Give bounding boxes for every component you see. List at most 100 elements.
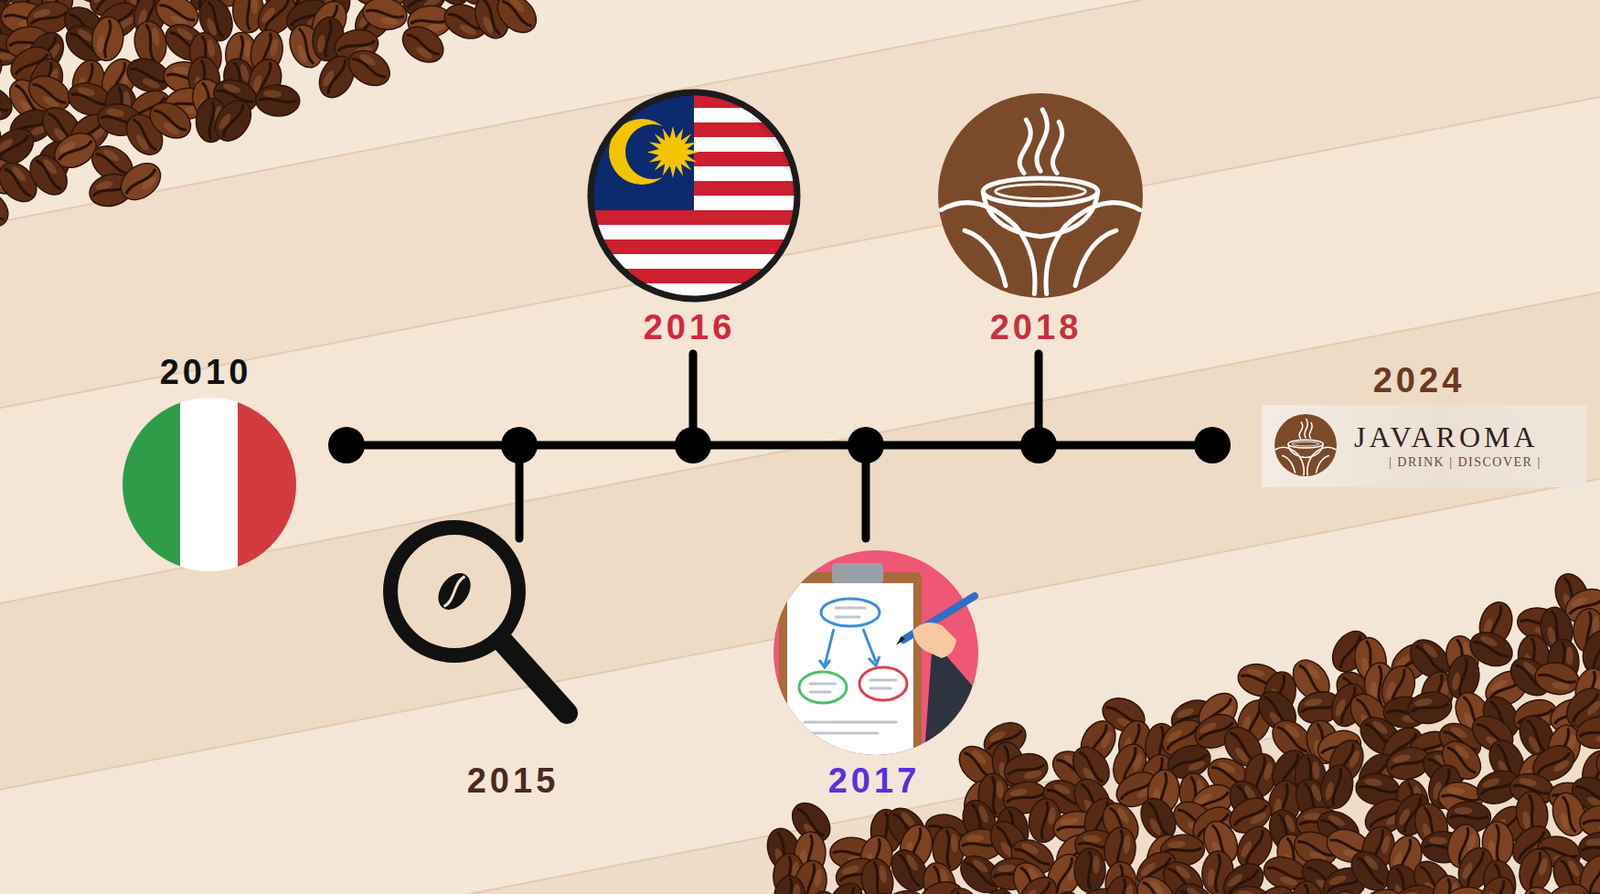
coffee-beans: [1473, 872, 1521, 894]
planning-icon: [773, 550, 981, 768]
coffee-beans: [255, 84, 300, 118]
timeline-axis: [346, 441, 1213, 450]
coffee-beans: [1233, 804, 1269, 827]
coffee-beans: [1331, 768, 1343, 807]
coffee-beans: [1472, 640, 1510, 659]
year-label: 2015: [467, 762, 560, 801]
coffee-beans: [1290, 879, 1327, 894]
coffee-beans: [791, 858, 831, 894]
coffee-beans: [57, 139, 94, 160]
coffee-beans: [821, 877, 870, 894]
coffee-beans: [341, 43, 396, 94]
logo-emblem: [1273, 413, 1338, 478]
coffee-beans: [1526, 719, 1548, 755]
year-label: 2016: [643, 309, 736, 348]
brand-name: JAVAROMA: [1354, 421, 1539, 454]
coffee-beans: [205, 38, 216, 58]
coffee-beans: [337, 40, 376, 53]
coffee-beans: [877, 864, 888, 885]
coffee-beans: [352, 56, 387, 79]
coffee-beans: [263, 89, 282, 98]
milestone: 2018: [932, 86, 1152, 352]
coffee-beans: [0, 194, 5, 222]
planning-icon: [778, 572, 981, 768]
planning-icon: [835, 607, 865, 610]
coffee-beans: [0, 181, 16, 235]
coffee-beans: [772, 874, 807, 894]
planning-icon: [912, 622, 957, 659]
milestone: 2017: [768, 548, 988, 805]
coffee-beans: [490, 0, 544, 41]
coffee-beans: [996, 864, 1016, 874]
coffee-beans: [1413, 697, 1433, 708]
coffee-beans: [1206, 868, 1216, 888]
malaysia-flag: [590, 92, 798, 299]
coffee-beans: [395, 19, 450, 70]
coffee-beans: [1012, 870, 1065, 894]
coffee-beans: [787, 878, 793, 894]
milestone: 2016: [585, 86, 805, 352]
coffee-beans: [1244, 830, 1265, 866]
coffee-beans: [1276, 725, 1307, 753]
coffee-beans: [361, 0, 410, 33]
coffee-beans: [995, 780, 1004, 800]
coffee-beans: [1141, 881, 1170, 894]
timeline-axis: [346, 353, 1213, 539]
coffee-beans: [1429, 836, 1448, 845]
coffee-beans: [1170, 754, 1207, 771]
coffee-beans: [1535, 889, 1552, 894]
coffee-beans: [1317, 762, 1357, 812]
coffee-emblem: [938, 93, 1143, 299]
italy-flag: [122, 397, 182, 572]
coffee-beans: [1405, 688, 1454, 727]
planning-icon: [821, 598, 880, 627]
coffee-beans: [441, 0, 458, 2]
planning-icon: [804, 732, 878, 736]
coffee-beans: [354, 0, 369, 1]
coffee-beans: [1229, 731, 1257, 763]
coffee-beans: [1021, 887, 1039, 894]
coffee-beans: [0, 45, 9, 97]
coffee-beans: [1329, 838, 1367, 854]
coffee-beans: [250, 0, 259, 15]
coffee-beans: [1532, 659, 1582, 699]
coffee-beans: [965, 834, 984, 843]
coffee-beans: [1458, 658, 1468, 697]
year-label: 2017: [828, 762, 921, 801]
coffee-beans: [1588, 858, 1600, 894]
coffee-beans: [1465, 851, 1485, 887]
coffee-beans: [956, 891, 972, 894]
malaysia-flag: [589, 91, 800, 302]
coffee-beans: [1147, 801, 1169, 837]
coffee-beans: [1092, 855, 1100, 875]
coffee-beans: [1303, 697, 1323, 709]
coffee-beans: [1266, 865, 1304, 881]
coffee-beans: [70, 92, 108, 107]
coffee-beans: [1008, 787, 1028, 799]
coffee-beans: [1454, 807, 1473, 815]
coffee-beans: [1389, 757, 1428, 770]
coffee-beans: [1585, 837, 1600, 847]
coffee-beans: [258, 98, 298, 104]
coffee-beans: [1024, 881, 1052, 894]
coffee-beans: [1410, 703, 1450, 713]
coffee-beans: [834, 886, 855, 894]
coffee-beans: [806, 863, 816, 894]
timeline-dot: [847, 426, 885, 464]
italy-flag: [180, 397, 239, 572]
coffee-beans: [1495, 824, 1501, 864]
planning-icon: [810, 682, 836, 686]
coffee-beans: [0, 134, 31, 160]
coffee-beans: [95, 151, 129, 176]
coffee-beans: [1355, 855, 1385, 886]
coffee-beans: [1532, 659, 1582, 699]
coffee-beans: [0, 45, 9, 97]
planning-icon: [870, 679, 896, 683]
timeline-dot: [674, 426, 712, 464]
coffee-beans: [1450, 815, 1489, 819]
coffee-beans: [1044, 888, 1087, 894]
coffee-beans: [1290, 879, 1327, 894]
italy-flag: [122, 397, 297, 572]
coffee-beans: [32, 82, 67, 105]
